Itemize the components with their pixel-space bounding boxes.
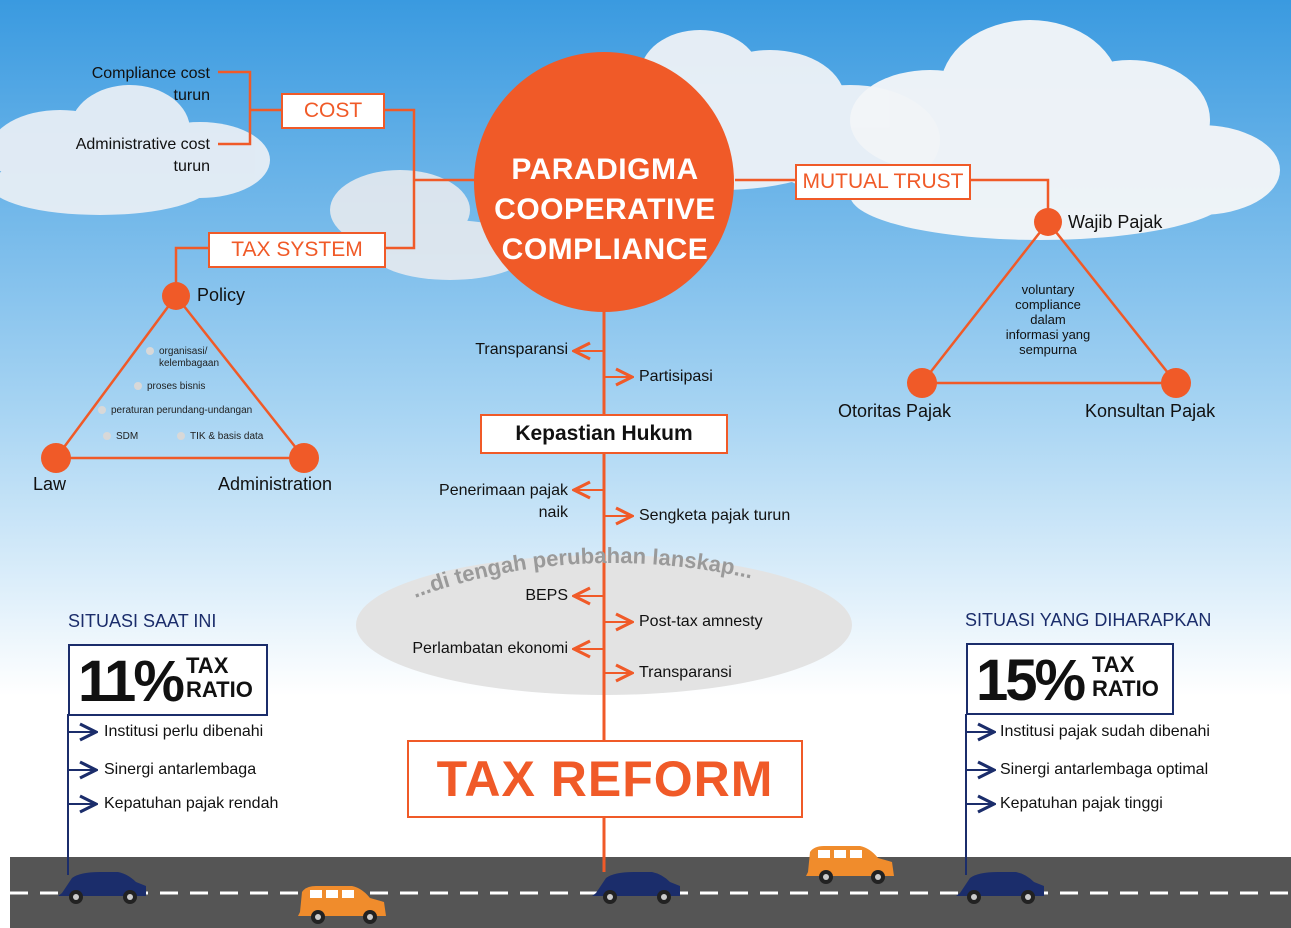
title-line-2: COOPERATIVE bbox=[494, 193, 716, 226]
tax-system-item-peraturan: peraturan perundang-undangan bbox=[98, 405, 252, 416]
current-item-3: Kepatuhan pajak rendah bbox=[104, 795, 279, 812]
tik-text: TIK & basis data bbox=[190, 431, 264, 442]
current-percent: 11% bbox=[78, 649, 185, 714]
administrative-cost-line1: Administrative cost bbox=[75, 136, 210, 153]
law-label: Law bbox=[33, 474, 67, 494]
cost-box: COST bbox=[281, 93, 385, 129]
compliance-cost-line1: Compliance cost bbox=[91, 65, 210, 82]
voluntary-line1: voluntary bbox=[1021, 282, 1075, 297]
title-circle bbox=[474, 52, 734, 312]
spine-arrows bbox=[574, 351, 632, 673]
kelembagaan-text: kelembagaan bbox=[159, 358, 220, 369]
bullet-icon bbox=[98, 406, 106, 415]
expected-ratio-box: 15% TAX RATIO bbox=[966, 643, 1174, 715]
transparansi-label: Transparansi bbox=[475, 341, 568, 358]
tax-system-item-tik: TIK & basis data bbox=[177, 431, 263, 442]
policy-label: Policy bbox=[197, 285, 246, 305]
expected-ratio-label: TAX RATIO bbox=[1092, 653, 1159, 701]
expected-percent: 15% bbox=[976, 648, 1086, 713]
post-tax-label: Post-tax amnesty bbox=[639, 613, 763, 630]
penerimaan-line2: naik bbox=[538, 504, 568, 521]
cloud-left bbox=[0, 85, 270, 215]
tax-reform-box: TAX REFORM bbox=[407, 740, 803, 818]
current-ratio-line2: RATIO bbox=[186, 677, 253, 702]
voluntary-line5: sempurna bbox=[1019, 342, 1077, 357]
administration-label: Administration bbox=[218, 474, 333, 494]
tax-system-box: TAX SYSTEM bbox=[208, 232, 386, 268]
sdm-text: SDM bbox=[116, 431, 139, 442]
kepastian-hukum-box: Kepastian Hukum bbox=[480, 414, 728, 454]
car-navy-center-icon bbox=[592, 872, 680, 904]
voluntary-line2: compliance bbox=[1015, 297, 1081, 312]
penerimaan-label: Penerimaan pajak naik bbox=[380, 480, 568, 524]
current-item-1: Institusi perlu dibenahi bbox=[104, 723, 264, 740]
organisasi-text: organisasi/ bbox=[159, 346, 208, 357]
partisipasi-label: Partisipasi bbox=[639, 368, 713, 385]
bullet-icon bbox=[177, 432, 185, 441]
tax-system-item-organisasi: organisasi/ kelembagaan bbox=[146, 346, 219, 370]
otoritas-pajak-label: Otoritas Pajak bbox=[838, 401, 952, 421]
expected-item-3: Kepatuhan pajak tinggi bbox=[1000, 795, 1163, 812]
bullet-icon bbox=[103, 432, 111, 441]
expected-heading: SITUASI YANG DIHARAPKAN bbox=[965, 610, 1212, 630]
current-heading: SITUASI SAAT INI bbox=[68, 611, 217, 631]
wajib-pajak-label: Wajib Pajak bbox=[1068, 212, 1163, 232]
perlambatan-label: Perlambatan ekonomi bbox=[412, 640, 568, 657]
voluntary-compliance-text: voluntary compliance dalam informasi yan… bbox=[988, 282, 1108, 357]
title-line-1: PARADIGMA bbox=[511, 153, 699, 186]
voluntary-line4: informasi yang bbox=[1005, 327, 1091, 342]
mutual-trust-triangle bbox=[907, 208, 1191, 398]
tax-system-item-sdm: SDM bbox=[103, 431, 138, 442]
beps-label: BEPS bbox=[525, 587, 568, 604]
cost-connectors bbox=[174, 70, 1050, 285]
expected-ratio-line2: RATIO bbox=[1092, 676, 1159, 701]
bullet-icon bbox=[134, 382, 142, 391]
expected-ratio-line1: TAX bbox=[1092, 652, 1135, 677]
peraturan-text: peraturan perundang-undangan bbox=[111, 405, 253, 416]
mutual-trust-box: MUTUAL TRUST bbox=[795, 164, 971, 200]
sengketa-label: Sengketa pajak turun bbox=[639, 507, 791, 524]
tax-system-triangle bbox=[41, 282, 319, 473]
administrative-cost-line2: turun bbox=[173, 158, 210, 175]
paradigma-title: PARADIGMA COOPERATIVE COMPLIANCE bbox=[470, 104, 740, 316]
current-item-2: Sinergi antarlembaga bbox=[104, 761, 257, 778]
current-ratio-line1: TAX bbox=[186, 653, 229, 678]
car-navy-right-icon bbox=[956, 872, 1044, 904]
compliance-cost-label: Compliance cost turun bbox=[40, 63, 210, 107]
compliance-cost-line2: turun bbox=[173, 87, 210, 104]
tax-system-item-proses: proses bisnis bbox=[134, 381, 205, 392]
expected-bracket bbox=[965, 714, 994, 875]
current-ratio-label: TAX RATIO bbox=[186, 654, 253, 702]
expected-item-1: Institusi pajak sudah dibenahi bbox=[1000, 723, 1210, 740]
penerimaan-line1: Penerimaan pajak bbox=[439, 482, 568, 499]
current-ratio-box: 11% TAX RATIO bbox=[68, 644, 268, 716]
car-navy-left-icon bbox=[58, 872, 146, 904]
expected-item-2: Sinergi antarlembaga optimal bbox=[1000, 761, 1209, 778]
proses-text: proses bisnis bbox=[147, 381, 206, 392]
current-bracket bbox=[67, 714, 96, 875]
konsultan-pajak-label: Konsultan Pajak bbox=[1085, 401, 1216, 421]
bullet-icon bbox=[146, 347, 154, 356]
car-orange-right-icon bbox=[806, 846, 894, 884]
administrative-cost-label: Administrative cost turun bbox=[30, 134, 210, 178]
title-line-3: COMPLIANCE bbox=[501, 233, 709, 266]
voluntary-line3: dalam bbox=[1030, 312, 1066, 327]
car-orange-left-icon bbox=[298, 886, 386, 924]
cloud-right bbox=[850, 20, 1280, 240]
transparansi2-label: Transparansi bbox=[639, 664, 732, 681]
